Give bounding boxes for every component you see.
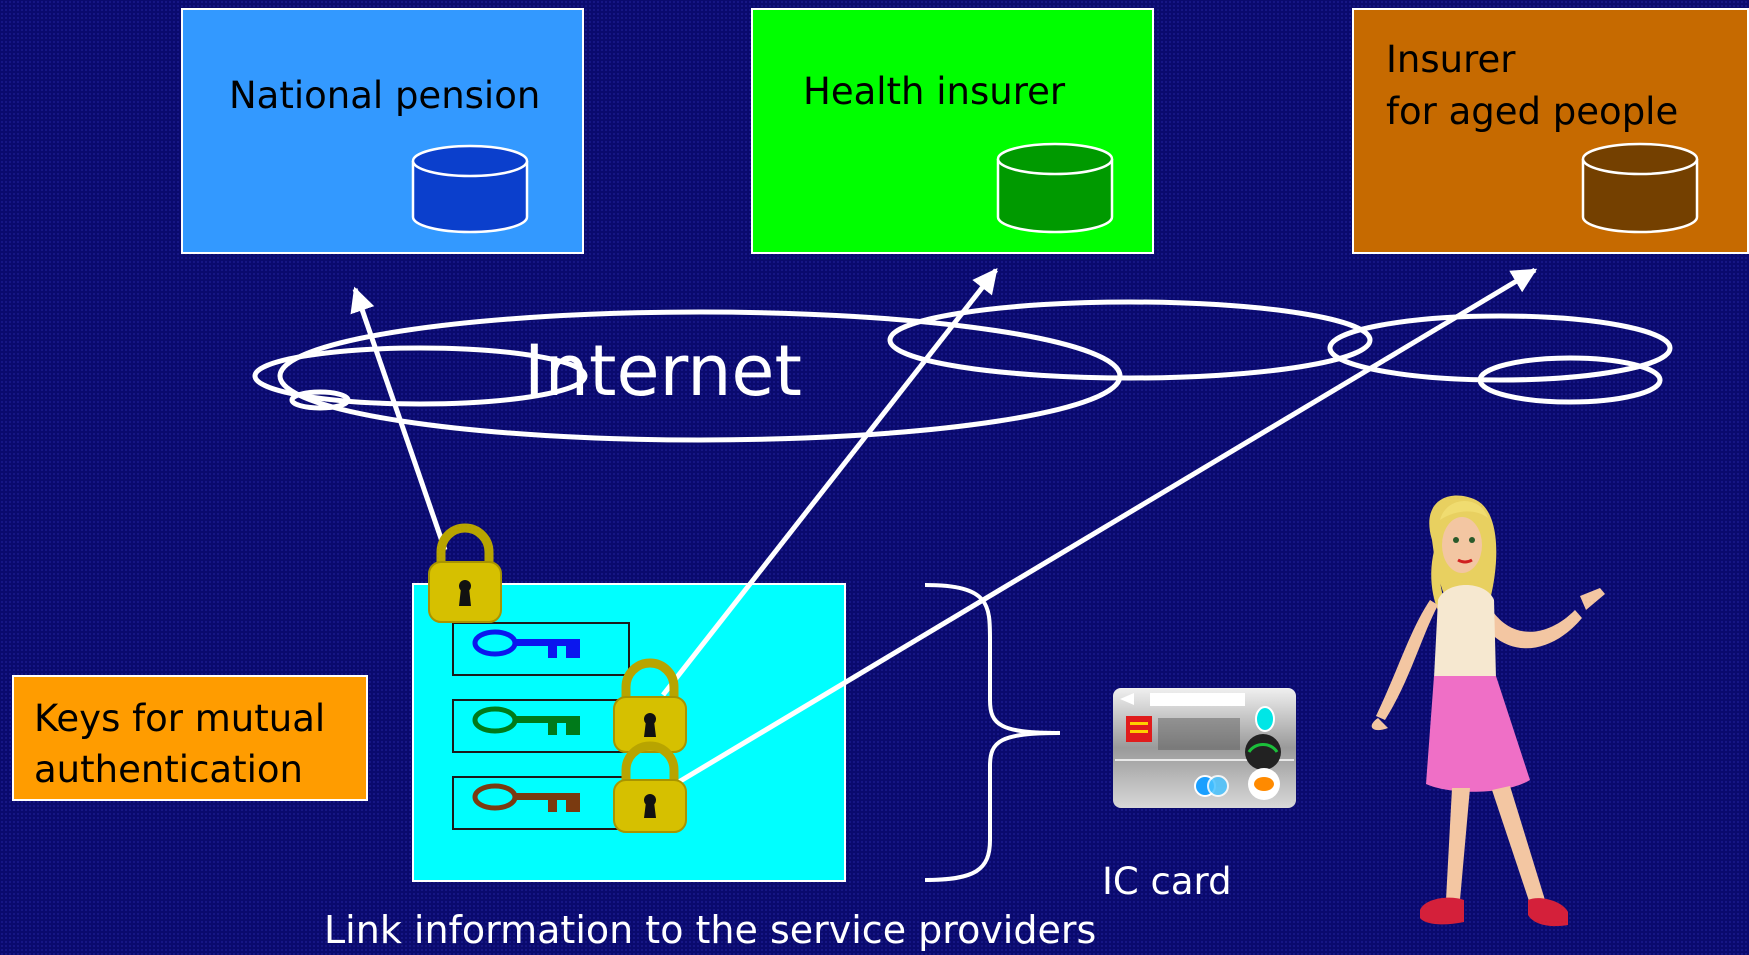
caption: Link information to the service provider… (324, 908, 1097, 952)
padlock-icon (428, 523, 502, 623)
key-icon (472, 783, 580, 812)
health-insurer-label: Health insurer (803, 70, 1066, 113)
internet-label: Internet (524, 330, 802, 412)
keys-label-box: Keys for mutual authentication (12, 675, 368, 801)
database-icon (1581, 142, 1699, 234)
national-pension-box: National pension (181, 8, 584, 254)
database-icon (411, 144, 529, 234)
padlock-icon (613, 741, 687, 833)
connection-arrows (350, 267, 1538, 789)
aged-insurer-label: Insurer for aged people (1386, 38, 1679, 133)
ic-card-icon (1113, 688, 1296, 808)
curly-brace (924, 583, 1061, 882)
database-icon (996, 142, 1114, 234)
key-icon (472, 629, 580, 658)
key-icon (472, 706, 580, 735)
national-pension-label: National pension (229, 74, 541, 117)
keys-label: Keys for mutual authentication (34, 697, 326, 791)
padlock-icon (613, 658, 687, 753)
person-figure (1371, 495, 1605, 927)
ic-card-label: IC card (1102, 860, 1232, 903)
internet-cloud (252, 299, 1673, 443)
